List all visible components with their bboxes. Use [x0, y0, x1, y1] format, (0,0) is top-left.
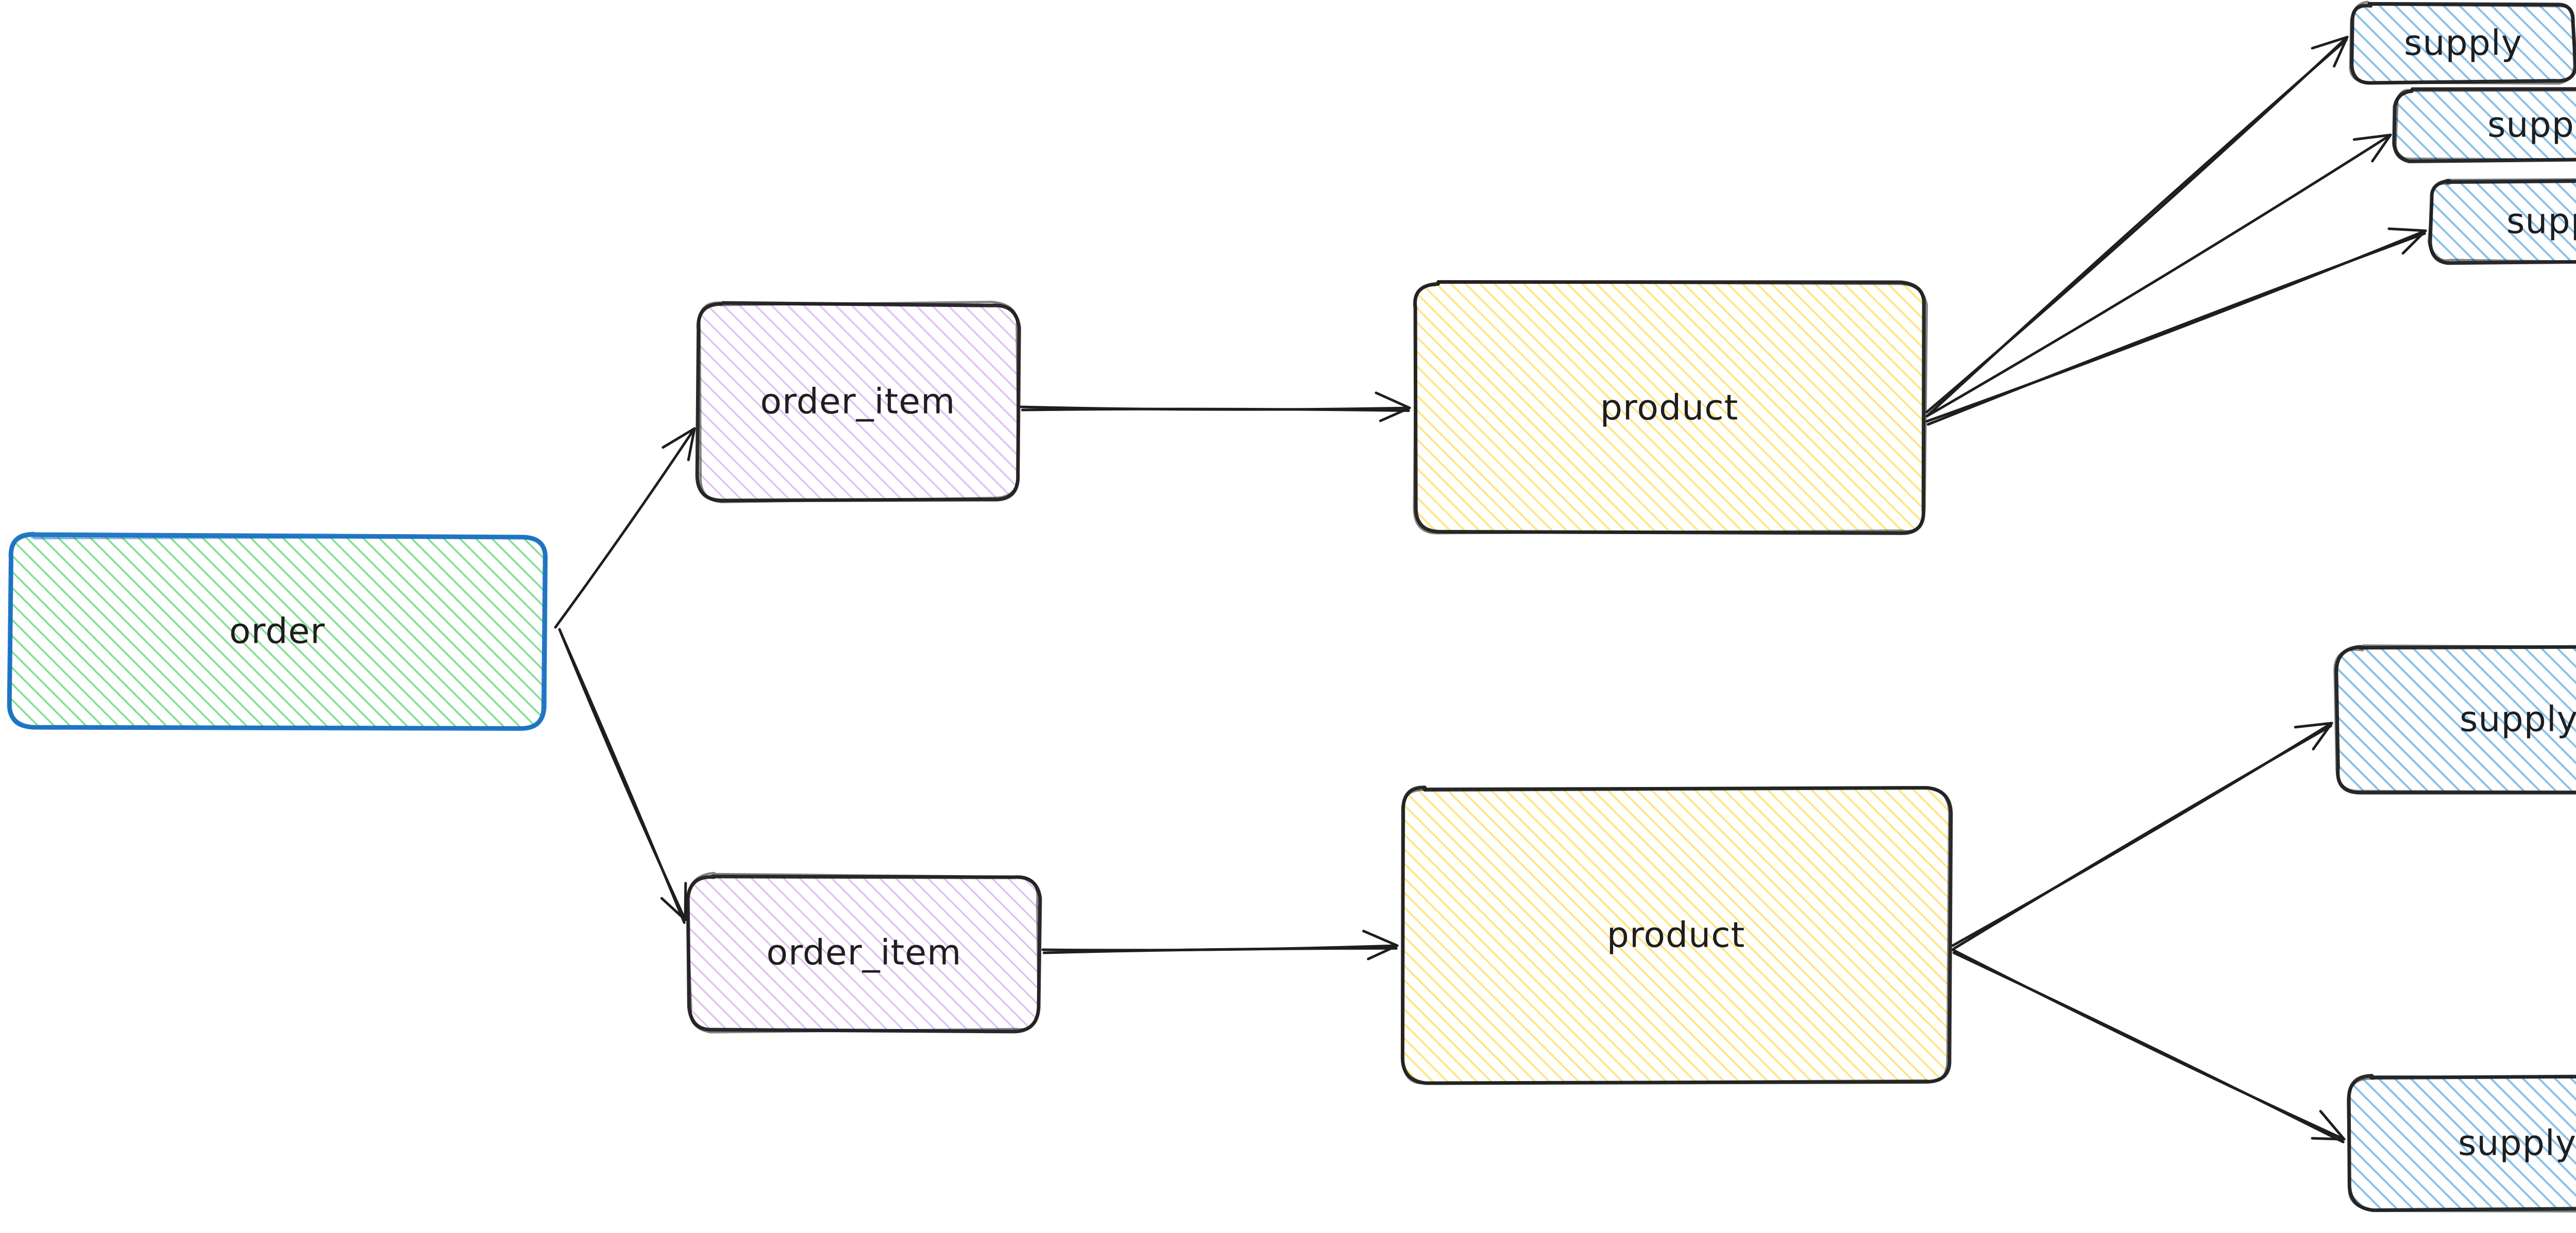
- node-label-supply_t2: supply: [2487, 105, 2576, 146]
- node-supply_b2[interactable]: supply: [2346, 1074, 2576, 1213]
- edges-layer: [554, 36, 2427, 1143]
- node-product_bottom[interactable]: product: [1400, 785, 1953, 1085]
- node-hatch-fill: [8, 535, 546, 728]
- edge-product_bottom-to-supply_b1[interactable]: [1951, 722, 2333, 950]
- node-label-product_bottom: product: [1607, 915, 1745, 956]
- node-outline-b: [698, 301, 1020, 504]
- edge-product_top-to-supply_t3[interactable]: [1925, 227, 2427, 426]
- node-hatch-fill: [689, 875, 1039, 1031]
- node-label-order_item_bottom: order_item: [767, 933, 962, 973]
- node-label-supply_t1: supply: [2404, 23, 2522, 64]
- node-order_item_bottom[interactable]: order_item: [685, 871, 1042, 1034]
- node-supply_t1[interactable]: supply: [2349, 1, 2576, 85]
- node-supply_b1[interactable]: supply: [2333, 644, 2576, 795]
- node-label-supply_b2: supply: [2458, 1123, 2576, 1164]
- node-hatch-fill: [2395, 90, 2576, 160]
- node-label-order: order: [229, 611, 325, 652]
- node-outline-b: [2346, 1075, 2576, 1213]
- node-outline-b: [2427, 178, 2576, 263]
- node-label-product_top: product: [1600, 388, 1739, 429]
- node-hatch-fill: [697, 303, 1018, 500]
- node-supply_t3[interactable]: supply: [2427, 178, 2576, 265]
- node-outline-a: [2334, 645, 2576, 795]
- node-supply_t2[interactable]: supply: [2392, 87, 2576, 163]
- node-outline-b: [1413, 281, 1928, 535]
- edge-product_top-to-supply_t1[interactable]: [1925, 36, 2349, 417]
- node-hatch-fill: [2430, 180, 2576, 262]
- node-hatch-fill: [2348, 1077, 2576, 1210]
- node-outline-b: [2333, 644, 2576, 793]
- node-hatch-fill: [1413, 283, 1925, 534]
- node-hatch-fill: [2336, 647, 2576, 792]
- node-outline-b: [2349, 1, 2575, 85]
- edge-product_bottom-to-supply_b2[interactable]: [1951, 948, 2346, 1143]
- node-order_item_top[interactable]: order_item: [695, 301, 1021, 504]
- node-outline-b: [8, 534, 548, 729]
- node-hatch-fill: [1401, 787, 1951, 1083]
- node-outline-b: [685, 871, 1040, 1034]
- edge-product_top-to-supply_t2[interactable]: [1925, 133, 2392, 418]
- nodes-layer: orderorder_itemorder_itemproductproducts…: [7, 1, 2576, 1213]
- edge-order_item_bottom-to-product_bottom[interactable]: [1041, 930, 1399, 961]
- node-product_top[interactable]: product: [1413, 280, 1928, 535]
- node-label-order_item_top: order_item: [760, 382, 956, 422]
- node-outline-b: [2394, 89, 2576, 161]
- node-hatch-fill: [2352, 4, 2575, 83]
- node-order[interactable]: order: [7, 532, 548, 731]
- node-outline-b: [1401, 786, 1951, 1085]
- edge-order-to-order_item_bottom[interactable]: [558, 628, 687, 924]
- edge-order-to-order_item_top[interactable]: [554, 427, 696, 629]
- node-label-supply_b1: supply: [2460, 699, 2576, 740]
- node-label-supply_t3: supply: [2506, 201, 2576, 242]
- edge-order_item_top-to-product_top[interactable]: [1020, 391, 1411, 422]
